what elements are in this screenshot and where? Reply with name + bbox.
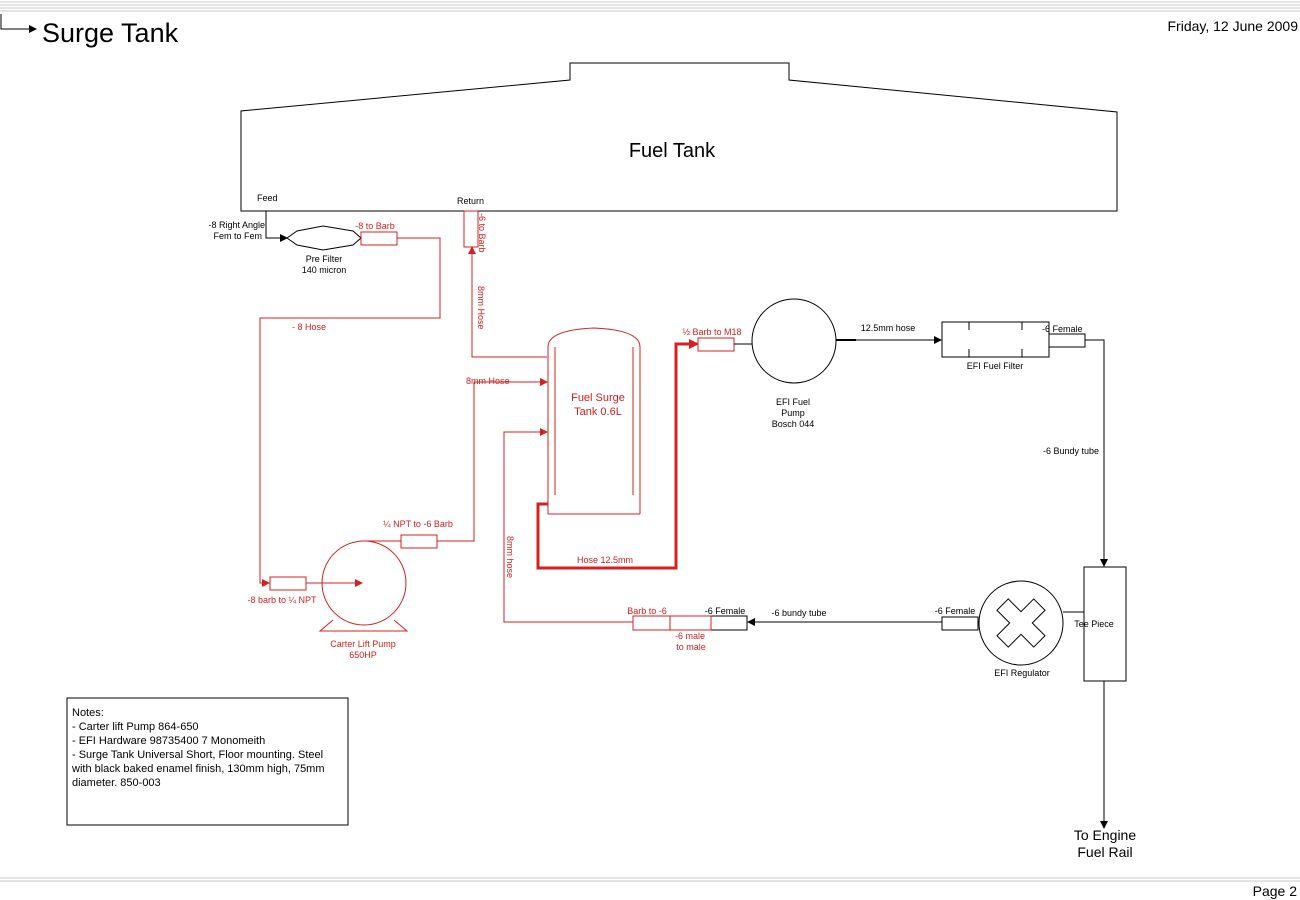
- efi-pump-label-2: Pump: [781, 408, 805, 418]
- efi-regulator-label: EFI Regulator: [994, 668, 1050, 678]
- efi-pump-label-1: EFI Fuel: [776, 397, 810, 407]
- male-6-label-1: -6 male: [675, 631, 705, 641]
- page-title: Surge Tank: [42, 18, 179, 48]
- return-hose-line: [468, 246, 547, 358]
- return-label: Return: [457, 196, 484, 206]
- return-barb-fitting: [463, 210, 479, 248]
- efi-fuel-pump: [751, 298, 837, 384]
- notes-box: [66, 697, 349, 826]
- feed-label: Feed: [257, 193, 278, 203]
- hose-8mm-vertical-line: [503, 428, 633, 623]
- notes-line-3: - Surge Tank Universal Short, Floor moun…: [72, 749, 323, 761]
- page-date: Friday, 12 June 2009: [1168, 18, 1299, 34]
- title-arrow-icon: [0, 14, 37, 33]
- pre-filter-label-2: 140 micron: [302, 265, 347, 275]
- barb-m18-fitting: [697, 337, 735, 352]
- tee-piece-label: Tee Piece: [1074, 619, 1114, 629]
- page-number: Page 2: [1253, 883, 1298, 899]
- barb-6-return-label: -6 to Barb: [477, 213, 487, 253]
- notes-line-1: - Carter lift Pump 864-650: [72, 721, 199, 733]
- male-6-fitting: [669, 615, 712, 631]
- hose-8mm-return-label: 8mm Hose: [476, 286, 486, 330]
- barb-8-label: -8 to Barb: [355, 221, 395, 231]
- barb-npt-label: -8 barb to ¼ NPT: [247, 595, 317, 605]
- right-angle-label-2: Fem to Fem: [213, 231, 262, 241]
- notes-line-2: - EFI Hardware 98735400 7 Monomeith: [72, 735, 265, 747]
- efi-filter-label: EFI Fuel Filter: [967, 361, 1024, 371]
- male-6-label-2: to male: [676, 642, 706, 652]
- filter-female-fitting: [1048, 333, 1086, 348]
- hose-12-5mm-lower-label: Hose 12.5mm: [577, 555, 633, 565]
- female-6-filter-label: -6 Female: [1042, 324, 1083, 334]
- bundy-tube-line: [1085, 339, 1108, 567]
- hose-8mm-upper-line: [437, 378, 548, 542]
- hose-12-5mm-line: [536, 339, 699, 570]
- hose-8-label: - 8 Hose: [292, 322, 326, 332]
- barb-to-6-label: Barb to -6: [627, 606, 667, 616]
- feed-line: [265, 211, 288, 242]
- barb-fitting-8: [360, 231, 398, 246]
- barb-npt-fitting: [269, 576, 307, 591]
- female-6-line-label: -6 Female: [705, 606, 746, 616]
- female-6-fitting: [710, 615, 748, 631]
- notes-heading: Notes:: [72, 707, 104, 719]
- surge-tank-label-2: Tank 0.6L: [574, 406, 622, 418]
- footer-rule: [0, 877, 1300, 882]
- hose-8mm-upper-label: 8mm Hose: [466, 376, 510, 386]
- regulator-female-fitting: [941, 616, 979, 631]
- efi-pump-label-3: Bosch 044: [772, 419, 815, 429]
- to-engine-label-2: Fuel Rail: [1077, 844, 1132, 860]
- bundy-tube-6-label: -6 Bundy tube: [1043, 446, 1099, 456]
- hose-8mm-vertical-label: 8mm hose: [505, 536, 515, 578]
- pre-filter-label-1: Pre Filter: [306, 254, 343, 264]
- efi-fuel-filter: [941, 321, 1050, 358]
- lift-pump-base: [318, 619, 409, 632]
- header-rule: [0, 1, 1300, 12]
- npt-barb-fitting: [400, 534, 438, 549]
- fuel-tank-label: Fuel Tank: [629, 140, 716, 162]
- notes-line-4: with black baked enamel finish, 130mm hi…: [71, 763, 325, 775]
- hose-12-5mm-label: 12.5mm hose: [861, 323, 916, 333]
- lift-pump-label-2: 650HP: [349, 650, 377, 660]
- hose-8-line: [259, 237, 441, 587]
- fuel-surge-tank: [547, 327, 641, 515]
- regulator-cross-icon: [996, 598, 1046, 648]
- pre-filter: [286, 225, 362, 251]
- to-engine-label-1: To Engine: [1074, 827, 1136, 843]
- fuel-tank: [240, 62, 1118, 212]
- bundy-tube-small-label: -6 bundy tube: [771, 608, 826, 618]
- tee-piece: [1083, 566, 1127, 682]
- female-6-reg-label: -6 Female: [935, 606, 976, 616]
- barb-to-6-fitting: [632, 615, 671, 631]
- surge-tank-label-1: Fuel Surge: [571, 392, 625, 404]
- efi-regulator: [978, 580, 1064, 666]
- notes-line-5: diameter. 850-003: [72, 777, 161, 789]
- right-angle-label-1: -8 Right Angle: [208, 220, 265, 230]
- npt-barb-label: ¼ NPT to -6 Barb: [383, 519, 453, 529]
- barb-m18-label: ½ Barb to M18: [682, 327, 741, 337]
- lift-pump-label-1: Carter Lift Pump: [330, 639, 396, 649]
